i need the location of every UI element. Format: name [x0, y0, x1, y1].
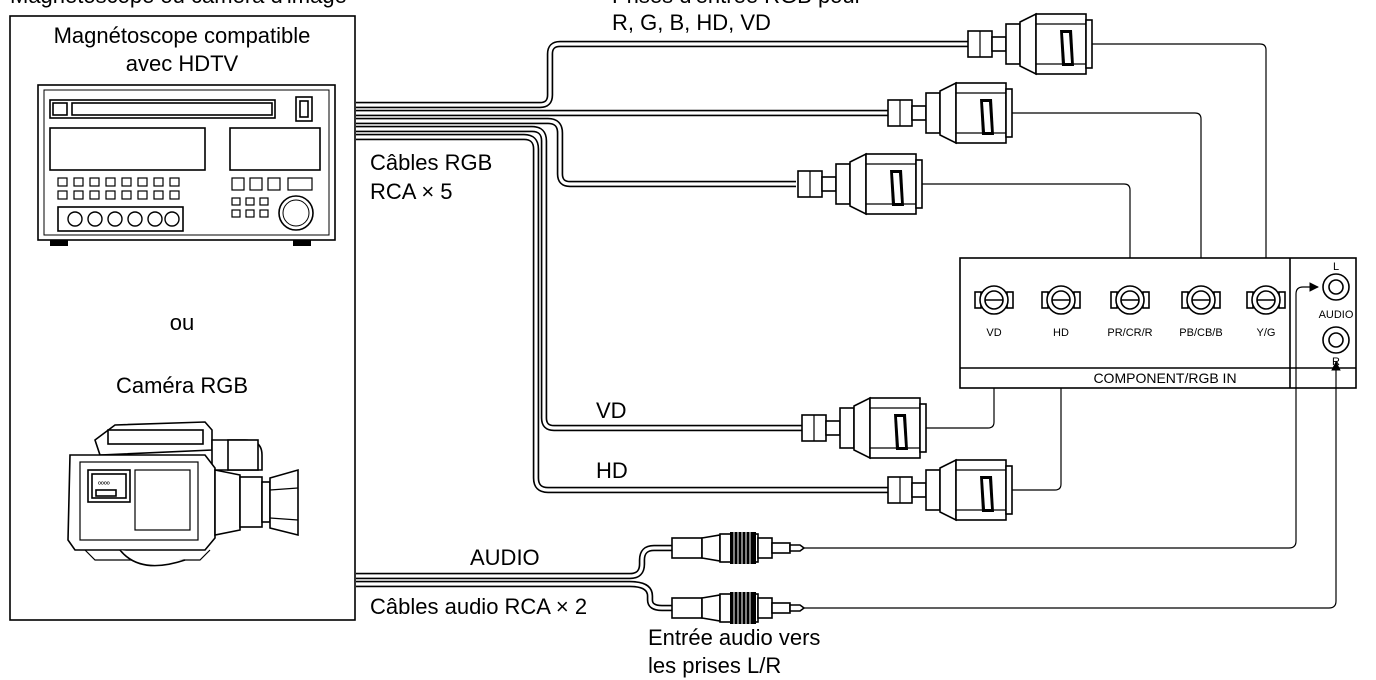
camera-icon: ºººº [67, 421, 299, 567]
rgb-cables-label-line1: Câbles RGB [370, 150, 492, 175]
vtr-button [267, 177, 281, 191]
component-rgb-panel: COMPONENT/RGB IN [959, 257, 1357, 389]
vtr-button [121, 190, 132, 200]
hd-cable-label: HD [596, 458, 628, 483]
rgb-cables-label-line2: RCA × 5 [370, 179, 453, 204]
vtr-button [73, 190, 84, 200]
audio-input-label-line1: Entrée audio vers [648, 625, 820, 650]
audio-cable-label: AUDIO [470, 545, 540, 570]
audio-label-l: L [1333, 261, 1339, 273]
audio-cables-label: Câbles audio RCA × 2 [370, 594, 587, 619]
vtr-button [121, 177, 132, 187]
vd-cable-label: VD [596, 398, 627, 423]
vtr-button [287, 177, 313, 191]
audio-cable-bundle [356, 544, 672, 612]
vtr-button [57, 190, 68, 200]
audio-signal-lines [804, 282, 1341, 609]
vtr-button [153, 177, 164, 187]
bnc-plug-vd [801, 397, 927, 459]
source-title-partial: Magnétoscope ou caméra d'image [10, 0, 347, 8]
camera-title: Caméra RGB [116, 373, 248, 398]
vtr-button [169, 177, 180, 187]
camera-screen-dots: ºººº [98, 480, 110, 489]
vtr-button [245, 197, 255, 206]
jack-label-y: Y/G [1257, 327, 1276, 339]
vtr-button [57, 177, 68, 187]
vtr-icon [37, 84, 336, 246]
vtr-button [137, 177, 148, 187]
vtr-title-line2: avec HDTV [126, 51, 239, 76]
audio-jack-r[interactable] [1322, 326, 1350, 354]
rgb-inputs-label-line1: Prises d'entrée RGB pour [612, 0, 862, 8]
vtr-button [231, 209, 241, 218]
vtr-button [153, 190, 164, 200]
or-text: ou [170, 310, 194, 335]
vtr-button [89, 190, 100, 200]
bnc-plug-pr [797, 153, 923, 215]
vtr-button [249, 177, 263, 191]
vtr-button [231, 197, 241, 206]
jack-label-pb: PB/CB/B [1179, 327, 1222, 339]
vtr-button [259, 197, 269, 206]
rca-plug-l [671, 531, 805, 565]
vtr-button [245, 209, 255, 218]
vtr-button [105, 177, 116, 187]
bnc-plug-hd [887, 459, 1013, 521]
rgb-inputs-label-line2: R, G, B, HD, VD [612, 10, 771, 35]
jack-label-vd: VD [986, 327, 1001, 339]
jack-label-pr: PR/CR/R [1107, 327, 1152, 339]
rgb-cable-bundle [356, 40, 968, 494]
vtr-button [231, 177, 245, 191]
rca-plug-r [671, 591, 805, 625]
audio-jack-l[interactable] [1322, 273, 1350, 301]
vtr-button [73, 177, 84, 187]
vtr-title-line1: Magnétoscope compatible [54, 23, 311, 48]
vtr-button [105, 190, 116, 200]
vtr-button [259, 209, 269, 218]
vtr-button [89, 177, 100, 187]
signal-lines [922, 43, 1271, 491]
audio-input-label-line2: les prises L/R [648, 653, 781, 678]
jack-label-hd: HD [1053, 327, 1069, 339]
audio-panel-label: AUDIO [1319, 309, 1354, 321]
vtr-button [137, 190, 148, 200]
bnc-plug-pb [887, 82, 1013, 144]
panel-title: COMPONENT/RGB IN [1093, 370, 1236, 386]
bnc-plug-y [967, 13, 1093, 75]
vtr-button [169, 190, 180, 200]
